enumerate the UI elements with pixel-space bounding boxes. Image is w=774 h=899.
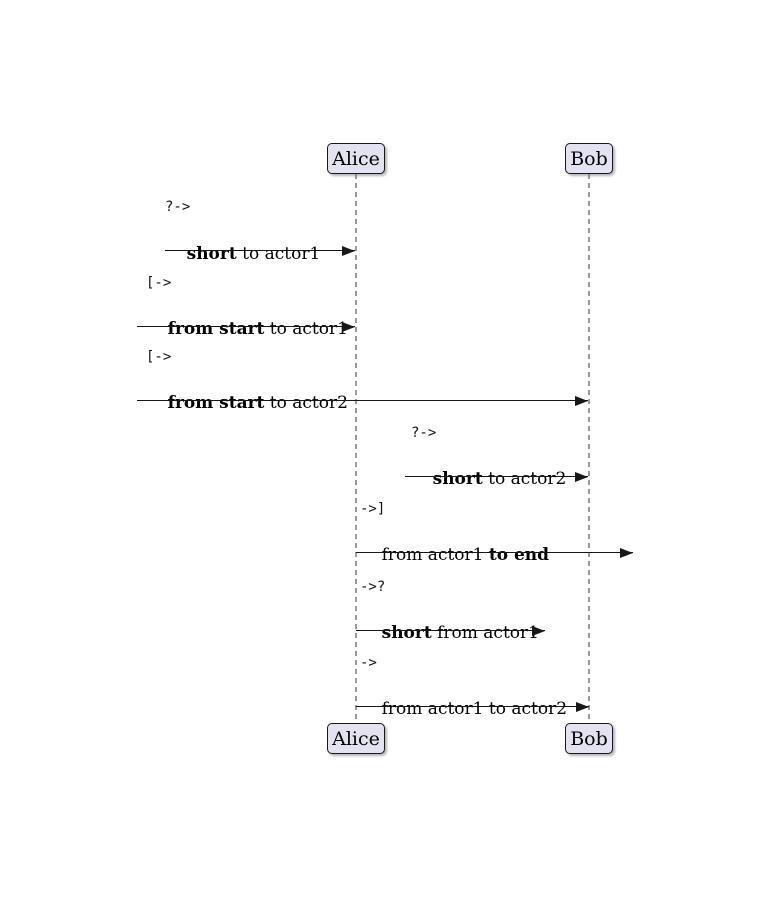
message-3-label-part: from start	[167, 393, 265, 413]
lifeline-actor2	[588, 174, 590, 723]
message-5-label: from actor1 to end	[360, 525, 549, 585]
actor-box-alice-top: Alice	[327, 143, 385, 174]
message-3-code: [->	[146, 349, 172, 365]
actor-label-bob-bottom: Bob	[570, 727, 608, 750]
message-1-arrow-line	[165, 250, 355, 251]
message-4-arrow-line	[405, 476, 588, 477]
message-6-arrowhead-icon	[532, 626, 545, 636]
message-2-arrowhead-icon	[342, 322, 355, 332]
message-2-arrow-line	[137, 326, 355, 327]
message-1-arrowhead-icon	[342, 246, 355, 256]
message-3-arrow-line	[137, 400, 588, 401]
message-6-code: ->?	[360, 579, 386, 595]
actor-label-alice-top: Alice	[332, 147, 380, 170]
message-5-arrow-line	[356, 552, 633, 553]
message-4-label: short to actor2	[411, 449, 567, 509]
message-3-arrowhead-icon	[575, 396, 588, 406]
message-2-label-part: to actor1	[264, 319, 348, 339]
message-6-label-part: short	[381, 623, 432, 643]
message-7-arrow-line	[356, 706, 589, 707]
message-4-arrowhead-icon	[575, 472, 588, 482]
message-2-label-part: from start	[167, 319, 265, 339]
message-7-label-part: from actor1 to actor2	[381, 699, 568, 719]
message-6-arrow-line	[356, 630, 545, 631]
message-4-label-part: to actor2	[482, 469, 567, 489]
lifeline-actor1	[355, 174, 357, 723]
message-6-label-part: from actor1	[431, 623, 539, 643]
actor-label-bob-top: Bob	[570, 147, 608, 170]
actor-box-bob-top: Bob	[565, 143, 613, 174]
message-7-arrowhead-icon	[576, 702, 589, 712]
message-3-label-part: to actor2	[264, 393, 348, 413]
message-6-label: short from actor1	[360, 603, 539, 663]
message-5-arrowhead-icon	[620, 548, 633, 558]
message-5-label-part: from actor1	[381, 545, 489, 565]
message-1-label-part: to actor1	[236, 244, 321, 264]
message-1-label-part: short	[186, 244, 237, 264]
message-7-label: from actor1 to actor2	[360, 679, 567, 739]
message-5-label-part: to end	[488, 545, 550, 565]
message-2-code: [->	[146, 275, 172, 291]
message-2-label: from start to actor1	[146, 299, 348, 359]
actor-box-alice-bottom: Alice	[327, 723, 385, 754]
message-1-label: short to actor1	[165, 224, 321, 284]
message-4-code: ?->	[411, 425, 437, 441]
actor-label-alice-bottom: Alice	[332, 727, 380, 750]
message-3-label: from start to actor2	[146, 373, 348, 433]
message-5-code: ->]	[360, 501, 386, 517]
message-7-code: ->	[360, 655, 377, 671]
message-4-label-part: short	[432, 469, 483, 489]
message-1-code: ?->	[165, 199, 191, 215]
actor-box-bob-bottom: Bob	[565, 723, 613, 754]
